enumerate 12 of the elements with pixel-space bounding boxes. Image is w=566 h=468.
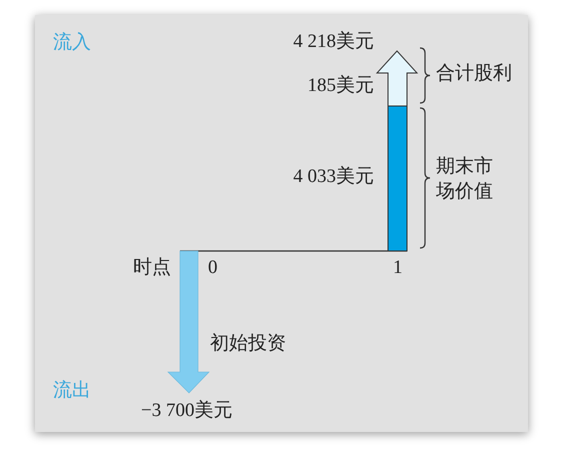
annotation-label: 期末市场价值	[436, 155, 494, 204]
tick-label: 1	[393, 257, 402, 279]
amount-label: 4 218美元	[293, 31, 374, 53]
amount-label: −3 700美元	[141, 400, 232, 422]
amount-label: 4 033美元	[293, 166, 374, 188]
arrow-label: 初始投资	[210, 333, 286, 355]
axis-label: 时点	[133, 257, 171, 279]
flow-label: 流出	[53, 379, 91, 401]
tick-label: 0	[208, 257, 218, 279]
amount-label: 185美元	[308, 75, 374, 97]
flow-label: 流入	[53, 31, 91, 53]
annotation-label: 合计股利	[436, 63, 512, 85]
